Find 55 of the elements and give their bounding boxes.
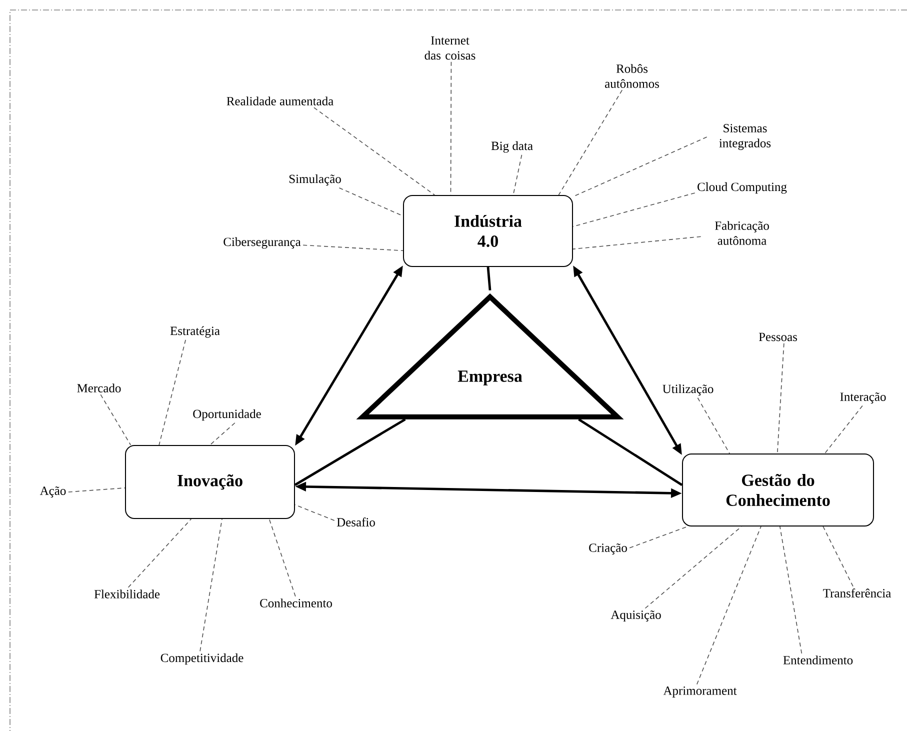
leader-line xyxy=(572,136,708,198)
keyword: Aprimorament xyxy=(663,686,737,698)
leader-line xyxy=(268,518,296,597)
keyword: Entendimento xyxy=(783,656,853,664)
keyword: Robôs autônomos xyxy=(605,64,659,88)
leader-line xyxy=(68,488,126,492)
leader-line xyxy=(558,90,623,196)
topic-box: Indústria 4.0 xyxy=(403,195,573,267)
leader-line xyxy=(572,236,702,250)
leader-line xyxy=(629,526,688,548)
keyword: Competitividade xyxy=(160,653,244,665)
leader-line xyxy=(780,526,802,654)
leader-line xyxy=(100,394,132,446)
leader-line xyxy=(210,422,236,446)
keyword: Cibersegurança xyxy=(224,237,301,249)
leader-line xyxy=(294,504,335,521)
keyword: Oportunidade xyxy=(193,409,261,421)
leader-line xyxy=(776,342,784,454)
leader-line xyxy=(338,187,404,216)
keyword: Conhecimento xyxy=(260,598,332,608)
keyword: Desafio xyxy=(336,518,375,526)
leader-line xyxy=(644,526,742,609)
connector-line xyxy=(578,418,683,486)
keyword: Transferência xyxy=(823,588,891,598)
keyword: Interação xyxy=(840,392,886,404)
leader-line xyxy=(572,192,696,227)
leader-line xyxy=(824,405,863,454)
keyword: Realidade aumentada xyxy=(226,96,334,106)
leader-line xyxy=(302,244,404,252)
keyword: Fabricação autônoma xyxy=(714,221,769,245)
keyword: Criação xyxy=(589,543,627,555)
connector-line xyxy=(294,418,406,486)
leader-line xyxy=(314,107,436,196)
leader-line xyxy=(697,397,730,454)
leader-line xyxy=(158,340,186,446)
keyword: Flexibilidade xyxy=(94,590,160,598)
keyword: Mercado xyxy=(77,384,121,392)
keyword: Aquisição xyxy=(610,610,661,622)
leader-line xyxy=(822,526,854,587)
keyword: Cloud Computing xyxy=(698,182,787,194)
keyword: Ação xyxy=(40,486,66,498)
keyword: Utilização xyxy=(662,384,714,396)
keyword: Pessoas xyxy=(758,332,797,342)
keyword: Estratégia xyxy=(170,326,220,338)
connector-line xyxy=(486,266,492,290)
leader-line xyxy=(128,518,192,588)
leader-line xyxy=(200,518,222,652)
keyword: Internet das coisas xyxy=(424,36,476,60)
keyword: Simulação xyxy=(289,174,341,186)
topic-box: Inovação xyxy=(125,445,295,519)
leader-line xyxy=(696,526,762,685)
leader-line xyxy=(512,154,522,196)
topic-box: Gestão do Conhecimento xyxy=(682,454,874,526)
keyword: Sistemas integrados xyxy=(719,124,771,150)
keyword: Big data xyxy=(491,141,533,153)
